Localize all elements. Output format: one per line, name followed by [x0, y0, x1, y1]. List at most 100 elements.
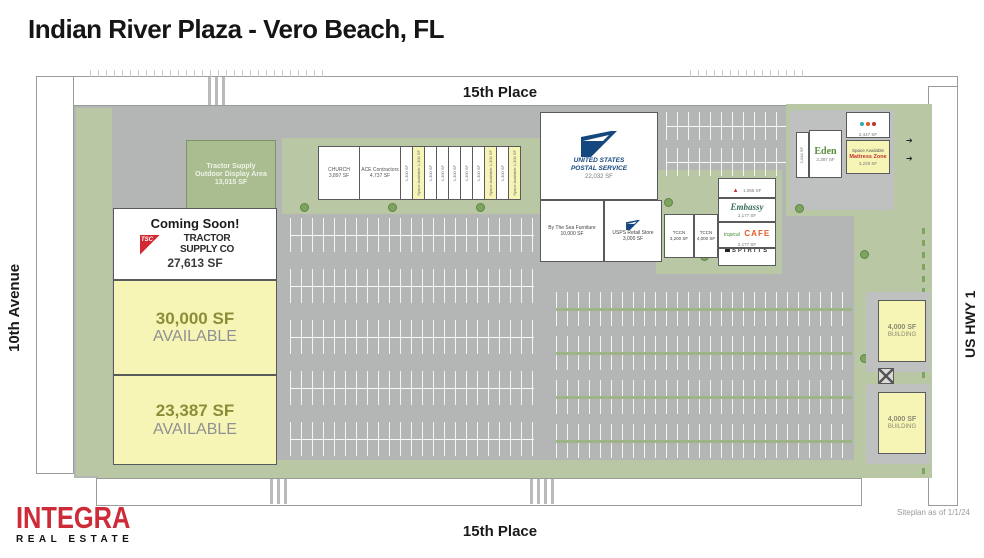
- tree-icon: [860, 250, 869, 259]
- parking-band: [666, 148, 786, 176]
- ne-unit-3: 2,447 SF: [846, 112, 890, 138]
- unit-name: TCCN: [672, 230, 686, 236]
- unit-name: Space Available: [488, 167, 493, 196]
- parking-ticks-top-left: [90, 70, 330, 77]
- road-left: [36, 76, 74, 474]
- usps-retail-store-unit: USPS Retail Store 3,000 SF: [604, 200, 662, 262]
- tccn-unit-1: TCCN 3,200 SF: [664, 214, 694, 258]
- tree-icon: [664, 198, 673, 207]
- unit-sf: 3,200 SF: [669, 236, 689, 241]
- ne-unit-eden: Eden 2,387 SF: [809, 130, 842, 178]
- unit-sf: 1,300 SF: [452, 164, 457, 182]
- tccn-unit-2: TCCN 4,000 SF: [694, 214, 718, 258]
- unit-name: Space Available: [416, 167, 421, 196]
- parking-band: [290, 218, 534, 252]
- unit-sf: 2,387 SF: [816, 157, 835, 163]
- tenant-logo-icon: [859, 113, 877, 131]
- integra-wordmark: INTEGRA: [16, 500, 131, 535]
- unit-name: CHURCH: [328, 167, 350, 173]
- unit-sf: 3,229 SF: [858, 161, 878, 167]
- landscape-left: [76, 108, 112, 476]
- outparcel-building-1: 4,000 SF BUILDING: [878, 300, 926, 362]
- parking-band: [666, 112, 786, 140]
- outparcel-label: BUILDING: [887, 423, 917, 430]
- brand-name: TRACTOR SUPPLY CO: [180, 233, 234, 255]
- unit-name: TCCN: [699, 230, 713, 236]
- unit-name-a: tropical: [723, 232, 740, 239]
- unit-sf: 4,737 SF: [369, 173, 391, 179]
- street-label-left: 10th Avenue: [6, 263, 23, 352]
- tsc-abbr: TSC: [141, 236, 153, 243]
- outdoor-area-sf: 13,015 SF: [214, 179, 248, 187]
- usps-name-line2: POSTAL SERVICE: [570, 164, 628, 172]
- outdoor-area-line2: Outdoor Display Area: [195, 170, 267, 178]
- street-label-top: 15th Place: [462, 84, 538, 101]
- available-space-2: 23,387 SF AVAILABLE: [113, 375, 277, 465]
- road-right: [928, 86, 958, 506]
- unit-name: USPS Retail Store: [612, 229, 654, 236]
- usps-sf: 22,032 SF: [585, 173, 613, 180]
- landscape-bottom: [98, 460, 856, 478]
- unit-sf: 4,000 SF: [696, 236, 716, 241]
- tractor-supply-outdoor-area: Tractor Supply Outdoor Display Area 13,0…: [186, 140, 276, 210]
- unit-sf: 1,065 SF: [743, 187, 762, 193]
- tenant-logo-icon: ▲: [732, 187, 739, 194]
- unit-sf: 1,300 SF: [476, 164, 481, 182]
- unit-name-b: CAFE: [744, 229, 771, 239]
- parking-band: [290, 422, 534, 456]
- tractor-supply-unit: Coming Soon! TSC TRACTOR SUPPLY CO 27,61…: [113, 208, 277, 280]
- east-unit-1: ▲ 1,065 SF: [718, 178, 776, 198]
- ne-unit-mattress-zone: Space Available Mattress Zone 3,229 SF: [846, 140, 890, 174]
- usps-eagle-icon: [581, 131, 617, 158]
- unit-sf: 1,300 SF: [404, 164, 409, 182]
- integra-subtitle: REAL ESTATE: [16, 534, 134, 545]
- strip-unit-available: Space Available 1,300 SF: [508, 146, 521, 200]
- tree-icon: [388, 203, 397, 212]
- parking-band: [290, 371, 534, 405]
- tree-icon: [795, 204, 804, 213]
- parking-band: [556, 424, 852, 458]
- utility-box: [878, 368, 894, 384]
- road-top: [36, 76, 958, 106]
- available-space-1: 30,000 SF AVAILABLE: [113, 280, 277, 375]
- unit-sf: 1,044 SF: [799, 146, 805, 164]
- parking-band: [556, 336, 852, 370]
- unit-sf: 1,300 SF: [428, 164, 433, 182]
- usps-eagle-icon: [626, 219, 640, 230]
- by-the-sea-furniture-unit: By The Sea Furniture 10,000 SF: [540, 200, 604, 262]
- unit-sf: 1,300 SF: [416, 150, 421, 167]
- tsc-logo-icon: TSC: [140, 234, 160, 255]
- unit-sf: 1,300 SF: [440, 164, 445, 182]
- unit-name: Mattress Zone: [849, 153, 887, 160]
- outdoor-area-line1: Tractor Supply: [206, 162, 256, 170]
- outparcel-building-2: 4,000 SF BUILDING: [878, 392, 926, 454]
- unit-sf: 2,177 SF: [737, 241, 757, 247]
- unit-sf: 2,177 SF: [737, 212, 757, 218]
- available-2-label: AVAILABLE: [153, 420, 237, 438]
- unit-name: SPIRITS: [731, 248, 770, 254]
- outparcel-sf: 4,000 SF: [887, 415, 917, 423]
- outparcel-label: BUILDING: [887, 331, 917, 338]
- lane-arrow-icon: ➔: [906, 136, 913, 145]
- page-title: Indian River Plaza - Vero Beach, FL: [28, 14, 444, 44]
- street-label-right: US HWY 1: [962, 290, 978, 358]
- unit-sf: 1,300 SF: [512, 150, 517, 167]
- unit-sf: 1,300 SF: [488, 150, 493, 167]
- crosswalk: [208, 77, 226, 105]
- east-unit-tropical-cafe: tropical CAFE 2,177 SF: [718, 222, 776, 248]
- unit-sf: 3,897 SF: [328, 173, 350, 179]
- unit-name: Embassy: [730, 202, 764, 213]
- unit-name: Space Available: [512, 167, 517, 196]
- parking-band: [290, 269, 534, 303]
- tree-icon: [300, 203, 309, 212]
- unit-sf: 10,000 SF: [560, 231, 584, 237]
- outparcel-sf: 4,000 SF: [887, 323, 917, 331]
- parking-band: [290, 320, 534, 354]
- available-2-sf: 23,387 SF: [155, 401, 235, 421]
- unit-sf: 1,300 SF: [464, 164, 469, 182]
- coming-soon-label: Coming Soon!: [150, 216, 240, 232]
- tree-icon: [476, 203, 485, 212]
